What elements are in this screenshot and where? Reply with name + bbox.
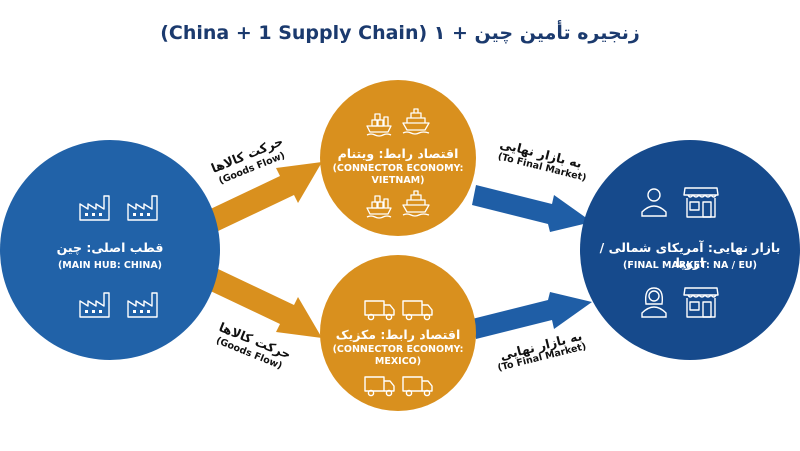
vietnam-label-en-line2: VIETNAM)	[371, 175, 425, 186]
vietnam-label-en-line1: (CONNECTOR ECONOMY:	[332, 163, 464, 174]
connector-vietnam-node	[320, 80, 476, 236]
mexico-label-en-line2: MEXICO)	[374, 356, 422, 367]
final-market-label-fa: بازار نهایی: آمریکای شمالی / اروپا	[599, 240, 781, 270]
mexico-label-fa: اقتصاد رابط: مکزیک	[335, 327, 461, 342]
vietnam-label-fa: اقتصاد رابط: ویتنام	[337, 146, 459, 161]
main-hub-label-fa: قطب اصلی: چین	[56, 240, 164, 255]
goods-flow-arrow-to-mexico	[202, 268, 322, 338]
mexico-label-en-line1: (CONNECTOR ECONOMY:	[332, 344, 464, 355]
main-hub-label-en: (MAIN HUB: CHINA)	[57, 260, 163, 271]
final-market-node	[580, 140, 800, 360]
final-market-arrow-from-mexico	[472, 292, 592, 339]
goods-flow-arrow-to-vietnam	[202, 162, 322, 232]
final-market-arrow-from-vietnam	[472, 185, 592, 232]
page-title: زنجیره تأمین چین + ۱ (China + 1 Supply C…	[160, 22, 640, 44]
connector-mexico-node	[320, 255, 476, 411]
final-market-label-en: (FINAL MARKET: NA / EU)	[622, 260, 757, 271]
main-hub-node	[0, 140, 220, 360]
